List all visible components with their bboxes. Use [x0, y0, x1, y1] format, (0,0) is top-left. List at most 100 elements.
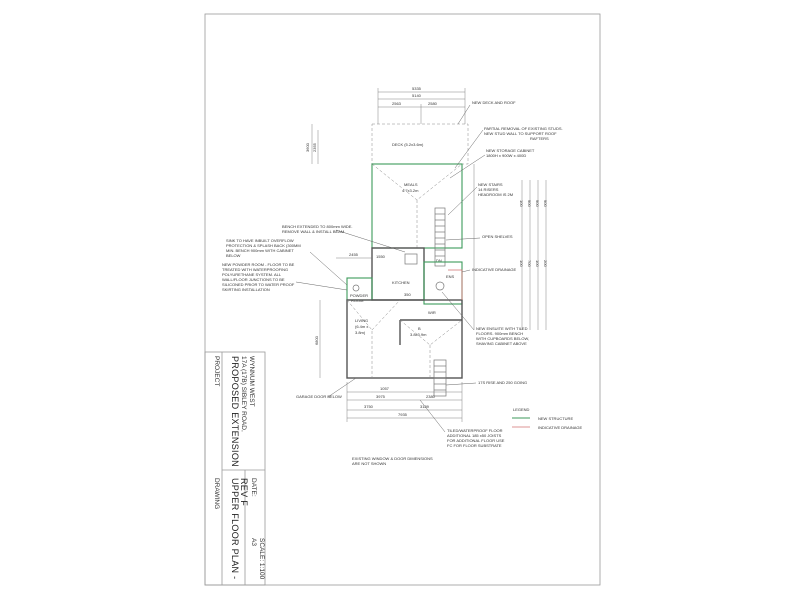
- dim-right-5: 100: [519, 260, 524, 267]
- kitchen-sink: [404, 253, 418, 265]
- note-ensuite-1: NEW ENSUITE WITH TILED: [476, 326, 528, 331]
- powder-label: POWDER: [350, 293, 368, 298]
- dim-bottom-a: 3975: [376, 394, 386, 399]
- dim-mid3: 350: [404, 292, 411, 297]
- left-dimensions: 6800 2455 1550 350: [314, 252, 411, 378]
- dim-bottom-e: 1057: [380, 386, 390, 391]
- living-size: (6.4m x: [355, 324, 368, 329]
- drawing-label: DRAWING: [213, 478, 220, 509]
- deck-label: DECK (5.2x3.6m): [392, 142, 424, 147]
- dim-top-right: 2580: [428, 101, 438, 106]
- dim-deck-height2: 2355: [312, 142, 317, 152]
- bed-size: 3.8x3.9m: [410, 332, 427, 337]
- drawing-name-line1: UPPER FLOOR PLAN -: [230, 478, 240, 579]
- bottom-dimensions: 1057 3975 2380 3750 3189 7935: [346, 382, 463, 422]
- note-powder-2: TREATED WITH WATERPROOFING: [222, 267, 288, 272]
- note-existing-1: EXISTING WINDOW & DOOR DIMENSIONS: [352, 456, 433, 461]
- note-partial-removal-3: RAFTERS: [530, 136, 549, 141]
- kitchen-label: KITCHEN: [392, 280, 410, 285]
- dim-top-overall: 5335: [412, 86, 422, 91]
- note-ensuite-3: WITH CUPBOARDS BELOW,: [476, 336, 529, 341]
- bed-roof-lines: [399, 319, 463, 378]
- legend-indicative-drainage: INDICATIVE DRAINAGE: [538, 425, 582, 430]
- dim-right-1: 100: [519, 200, 524, 207]
- bed-label: B: [418, 326, 421, 331]
- deck-dimensions: 3600 2355: [305, 124, 319, 164]
- dim-top-left: 2563: [392, 101, 402, 106]
- note-storage-1: NEW STORAGE CABINET: [486, 148, 535, 153]
- note-garage-door: GARAGE DOOR BELOW: [296, 394, 342, 399]
- address-line2: WYNNUM WEST: [248, 356, 255, 407]
- sheet-size: A3: [250, 538, 257, 546]
- note-indicative-drainage: INDICATIVE DRAINAGE: [472, 267, 516, 272]
- deck-outline: [371, 123, 469, 165]
- note-existing-2: ARE NOT SHOWN: [352, 461, 386, 466]
- floor-plan: 5335 5140 2563 2580 DECK (5.2x3.6m) 3600…: [222, 86, 582, 466]
- dim-mid2: 1550: [376, 254, 386, 259]
- dim-right-3: 900: [535, 200, 540, 207]
- top-dimensions: 5335 5140 2563 2580: [377, 86, 466, 124]
- living-label: LIVING: [355, 318, 368, 323]
- external-stairs: [433, 359, 447, 397]
- project-label: PROJECT: [213, 356, 220, 386]
- title-block: PROJECT PROPOSED EXTENSION 17A (17B) SIB…: [204, 351, 266, 586]
- note-tiles-4: FC FOR FLOOR SUBSTRATE: [447, 443, 502, 448]
- note-powder-6: SKIRTING INSTALLATION: [222, 287, 270, 292]
- note-new-deck: NEW DECK AND ROOF: [472, 100, 516, 105]
- dim-right-2: 900: [527, 200, 532, 207]
- legend-title: LEGEND: [513, 407, 530, 412]
- legend-new-structure: NEW STRUCTURE: [538, 416, 573, 421]
- dim-bottom-overall: 7935: [398, 412, 408, 417]
- note-sink-3: MIN. BENCH 900mm WITH CABINET: [226, 248, 294, 253]
- powder-toilet: [352, 284, 360, 292]
- note-ensuite-4: SHAVING CABINET ABOVE: [476, 341, 527, 346]
- note-stairs-3: HEADROOM IS 2M: [478, 192, 513, 197]
- dim-right-4: 900: [543, 200, 548, 207]
- stairs-dn-label: DN: [436, 258, 442, 263]
- meals-label: MEALS: [404, 182, 418, 187]
- note-stairs-rise: 17S RISE AND 250 GOING: [478, 380, 527, 385]
- dim-right-7: 100: [535, 260, 540, 267]
- dim-right-8: 200: [543, 260, 548, 267]
- note-powder-1: NEW POWDER ROOM - FLOOR TO BE: [222, 262, 295, 267]
- dim-deck-height: 3600: [305, 142, 310, 152]
- meals-roof-lines: [371, 163, 463, 248]
- dim-right-6: 700: [527, 260, 532, 267]
- note-tiles-3: FOR ADDITIONAL FLOOR USE: [447, 438, 505, 443]
- meals-size: 4.7x3.2m: [402, 188, 419, 193]
- drainage-line: [448, 269, 463, 300]
- note-bench-1: BENCH EXTENDED TO 800mm WIDE.: [282, 224, 353, 229]
- note-stairs-1: NEW STAIRS: [478, 182, 503, 187]
- dim-bottom-b: 3750: [364, 404, 374, 409]
- note-powder-4: WALL/FLOOR JUNCTIONS TO BE: [222, 277, 285, 282]
- dim-top-inner: 5140: [412, 93, 422, 98]
- dim-mid1: 2455: [349, 252, 359, 257]
- living-roof-lines: [346, 299, 401, 378]
- new-stairs: DN: [434, 207, 446, 267]
- note-partial-removal-2: NEW STUD WALL TO SUPPORT ROOF: [484, 131, 557, 136]
- note-storage-2: 1800H x 900W x 400D: [486, 153, 526, 158]
- note-ensuite-2: FLOORS. 900mm BENCH: [476, 331, 523, 336]
- drawing-name-line2: REV F: [239, 478, 249, 506]
- note-open-shelves: OPEN SHELVES: [482, 234, 513, 239]
- note-tiles-2: ADDITIONAL 185 x50 JOISTS: [447, 433, 502, 438]
- toilet-fixture: [435, 281, 445, 291]
- legend: LEGEND NEW STRUCTURE INDICATIVE DRAINAGE: [512, 407, 582, 430]
- wir-label: WIR: [428, 310, 436, 315]
- note-powder-3: POLYURETHANE SYSTEM. ALL: [222, 272, 282, 277]
- living-size2: 3.8m): [355, 330, 366, 335]
- note-partial-removal-1: PARTIAL REMOVAL OF EXISTING STUDS.: [484, 126, 563, 131]
- right-dimensions: 100 900 900 900 100 700 100 200: [473, 164, 548, 330]
- note-sink-2: PROTECTION & SPLASH BACK (300MM: [226, 243, 301, 248]
- address-line1: 17A (17B) SIBLEY ROAD,: [240, 356, 247, 432]
- project-name: PROPOSED EXTENSION: [230, 356, 240, 467]
- note-tiles-1: TILED/WATERPROOF FLOOR: [447, 428, 503, 433]
- note-bench-2: REMOVE WALL & INSTALL BEAM: [282, 229, 344, 234]
- date-label: DATE:: [250, 478, 257, 497]
- note-powder-5: SILICONED PRIOR TO WATER PROOF: [222, 282, 295, 287]
- sheet-border: [204, 13, 601, 586]
- note-sink-1: SINK TO HAVE INBUILT OVERFLOW: [226, 238, 294, 243]
- leader-lines: [295, 104, 486, 433]
- ens-label: ENS: [446, 274, 455, 279]
